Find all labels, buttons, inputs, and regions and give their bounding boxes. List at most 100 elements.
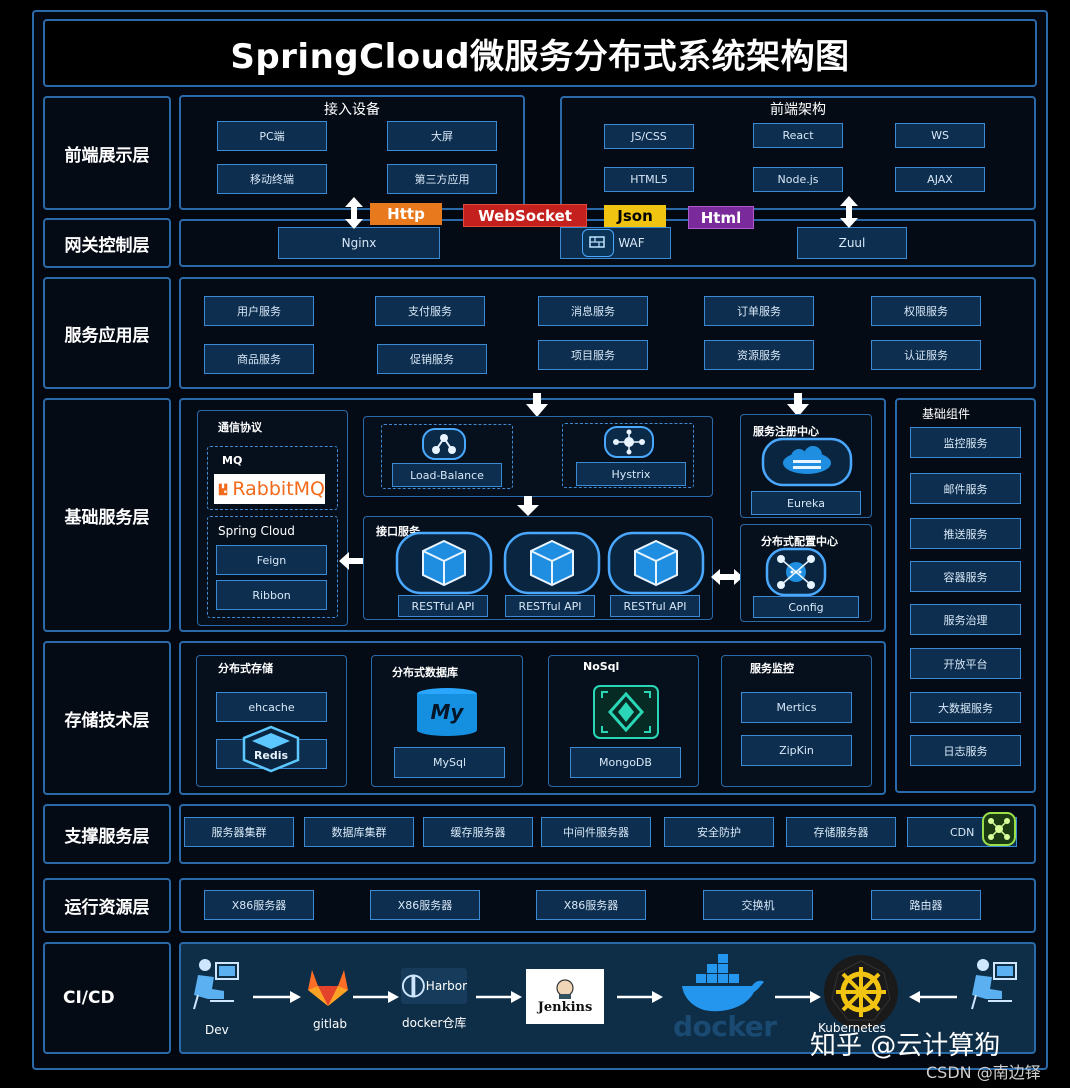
layer-resources: 运行资源层	[43, 878, 171, 933]
csdn-watermark: CSDN @南边铎	[926, 1063, 1041, 1082]
redis-logo-icon	[240, 724, 302, 774]
docker-label: docker	[673, 1010, 777, 1043]
registry-title: 服务注册中心	[753, 425, 819, 438]
layer-storage: 存储技术层	[43, 641, 171, 795]
harbor-logo: Harbor	[401, 968, 467, 1004]
layer-frontend: 前端展示层	[43, 96, 171, 210]
component-container: 容器服务	[910, 561, 1021, 592]
resource-x86-1: X86服务器	[204, 890, 314, 920]
layer-base: 基础服务层	[43, 398, 171, 632]
config-label: Config	[753, 596, 859, 618]
dev-label: Dev	[205, 1023, 229, 1037]
arch-html5: HTML5	[604, 167, 694, 192]
mysql-logo-icon	[414, 686, 480, 738]
lb-box	[381, 424, 513, 489]
harbor-text: Harbor	[425, 979, 467, 993]
resource-switch: 交换机	[703, 890, 813, 920]
service-product: 商品服务	[204, 344, 314, 374]
layer-gateway: 网关控制层	[43, 218, 171, 268]
service-order: 订单服务	[704, 296, 814, 326]
mysql-logo-text: My	[430, 700, 464, 724]
load-balance-icon	[421, 427, 467, 461]
protocol-html: Html	[688, 206, 754, 229]
resource-x86-2: X86服务器	[370, 890, 480, 920]
operator-icon	[966, 955, 1020, 1011]
config-title: 分布式配置中心	[761, 535, 838, 548]
support-security: 安全防护	[664, 817, 774, 847]
service-promotion: 促销服务	[377, 344, 487, 374]
kubernetes-label: Kubernetes	[818, 1021, 886, 1035]
arch-react: React	[753, 123, 843, 148]
arch-nodejs: Node.js	[753, 167, 843, 192]
components-title: 基础组件	[922, 407, 971, 421]
ribbon-box: Ribbon	[216, 580, 327, 610]
hystrix-box	[562, 423, 694, 488]
gateway-waf-label: WAF	[618, 236, 645, 250]
component-push: 推送服务	[910, 518, 1021, 549]
gateway-zuul: Zuul	[797, 227, 907, 259]
service-auth: 认证服务	[871, 340, 981, 370]
zhihu-watermark: 知乎 @云计算狗	[810, 1031, 1001, 1061]
devices-title: 接入设备	[324, 102, 380, 118]
ehcache-box: ehcache	[216, 692, 327, 722]
services-panel	[179, 277, 1036, 389]
cdn-label: CDN	[950, 825, 975, 839]
device-pc: PC端	[217, 121, 327, 151]
kubernetes-icon	[822, 953, 900, 1031]
support-db-cluster: 数据库集群	[304, 817, 414, 847]
service-resource: 资源服务	[704, 340, 814, 370]
hystrix-icon	[603, 425, 655, 459]
support-middleware-server: 中间件服务器	[541, 817, 651, 847]
layer-support: 支撑服务层	[43, 804, 171, 864]
arch-ws: WS	[895, 123, 985, 148]
api-cube-icon	[503, 531, 601, 595]
restful-api-1: RESTful API	[398, 595, 488, 617]
load-balance-label: Load-Balance	[392, 463, 502, 487]
arrow-right-icon	[476, 991, 522, 1003]
mq-box	[207, 446, 338, 510]
cdn-network-icon	[982, 812, 1016, 846]
gitlab-icon	[306, 966, 350, 1008]
protocol-json: Json	[604, 205, 666, 227]
arrow-right-icon	[775, 991, 821, 1003]
resource-x86-3: X86服务器	[536, 890, 646, 920]
zipkin-box: ZipKin	[741, 735, 852, 766]
rabbitmq-text: RabbitMQ	[232, 478, 325, 500]
arch-jscss: JS/CSS	[604, 124, 694, 149]
support-storage-server: 存储服务器	[786, 817, 896, 847]
components-panel	[895, 398, 1036, 793]
eureka-label: Eureka	[751, 491, 861, 515]
device-mobile: 移动终端	[217, 164, 327, 194]
jenkins-butler-icon	[556, 979, 574, 999]
double-arrow-icon	[345, 197, 363, 229]
restful-api-2: RESTful API	[505, 595, 595, 617]
service-project: 项目服务	[538, 340, 648, 370]
config-hub-icon	[765, 547, 827, 597]
monitor-title: 服务监控	[750, 662, 794, 675]
component-bigdata: 大数据服务	[910, 692, 1021, 723]
service-permission: 权限服务	[871, 296, 981, 326]
gitlab-label: gitlab	[313, 1017, 347, 1031]
nosql-title: NoSql	[583, 660, 620, 673]
protocol-http: Http	[370, 203, 442, 225]
arch-ajax: AJAX	[895, 167, 985, 192]
arrow-down-icon	[517, 496, 539, 516]
component-open-platform: 开放平台	[910, 648, 1021, 679]
component-governance: 服务治理	[910, 604, 1021, 635]
mongodb-icon	[592, 684, 660, 740]
developer-icon	[188, 955, 242, 1011]
arrow-right-icon	[253, 991, 301, 1003]
dist-storage-title: 分布式存储	[218, 662, 273, 675]
service-user: 用户服务	[204, 296, 314, 326]
frontend-arch-title: 前端架构	[770, 102, 826, 118]
layer-services: 服务应用层	[43, 277, 171, 389]
jenkins-logo: Jenkins	[526, 969, 604, 1024]
restful-api-3: RESTful API	[610, 595, 700, 617]
comm-title: 通信协议	[218, 421, 262, 434]
spring-cloud-box	[207, 516, 338, 618]
jenkins-text: Jenkins	[537, 1000, 593, 1015]
support-cache-server: 缓存服务器	[423, 817, 533, 847]
feign-box: Feign	[216, 545, 327, 575]
api-cube-icon	[395, 531, 493, 595]
protocol-websocket: WebSocket	[463, 204, 587, 227]
